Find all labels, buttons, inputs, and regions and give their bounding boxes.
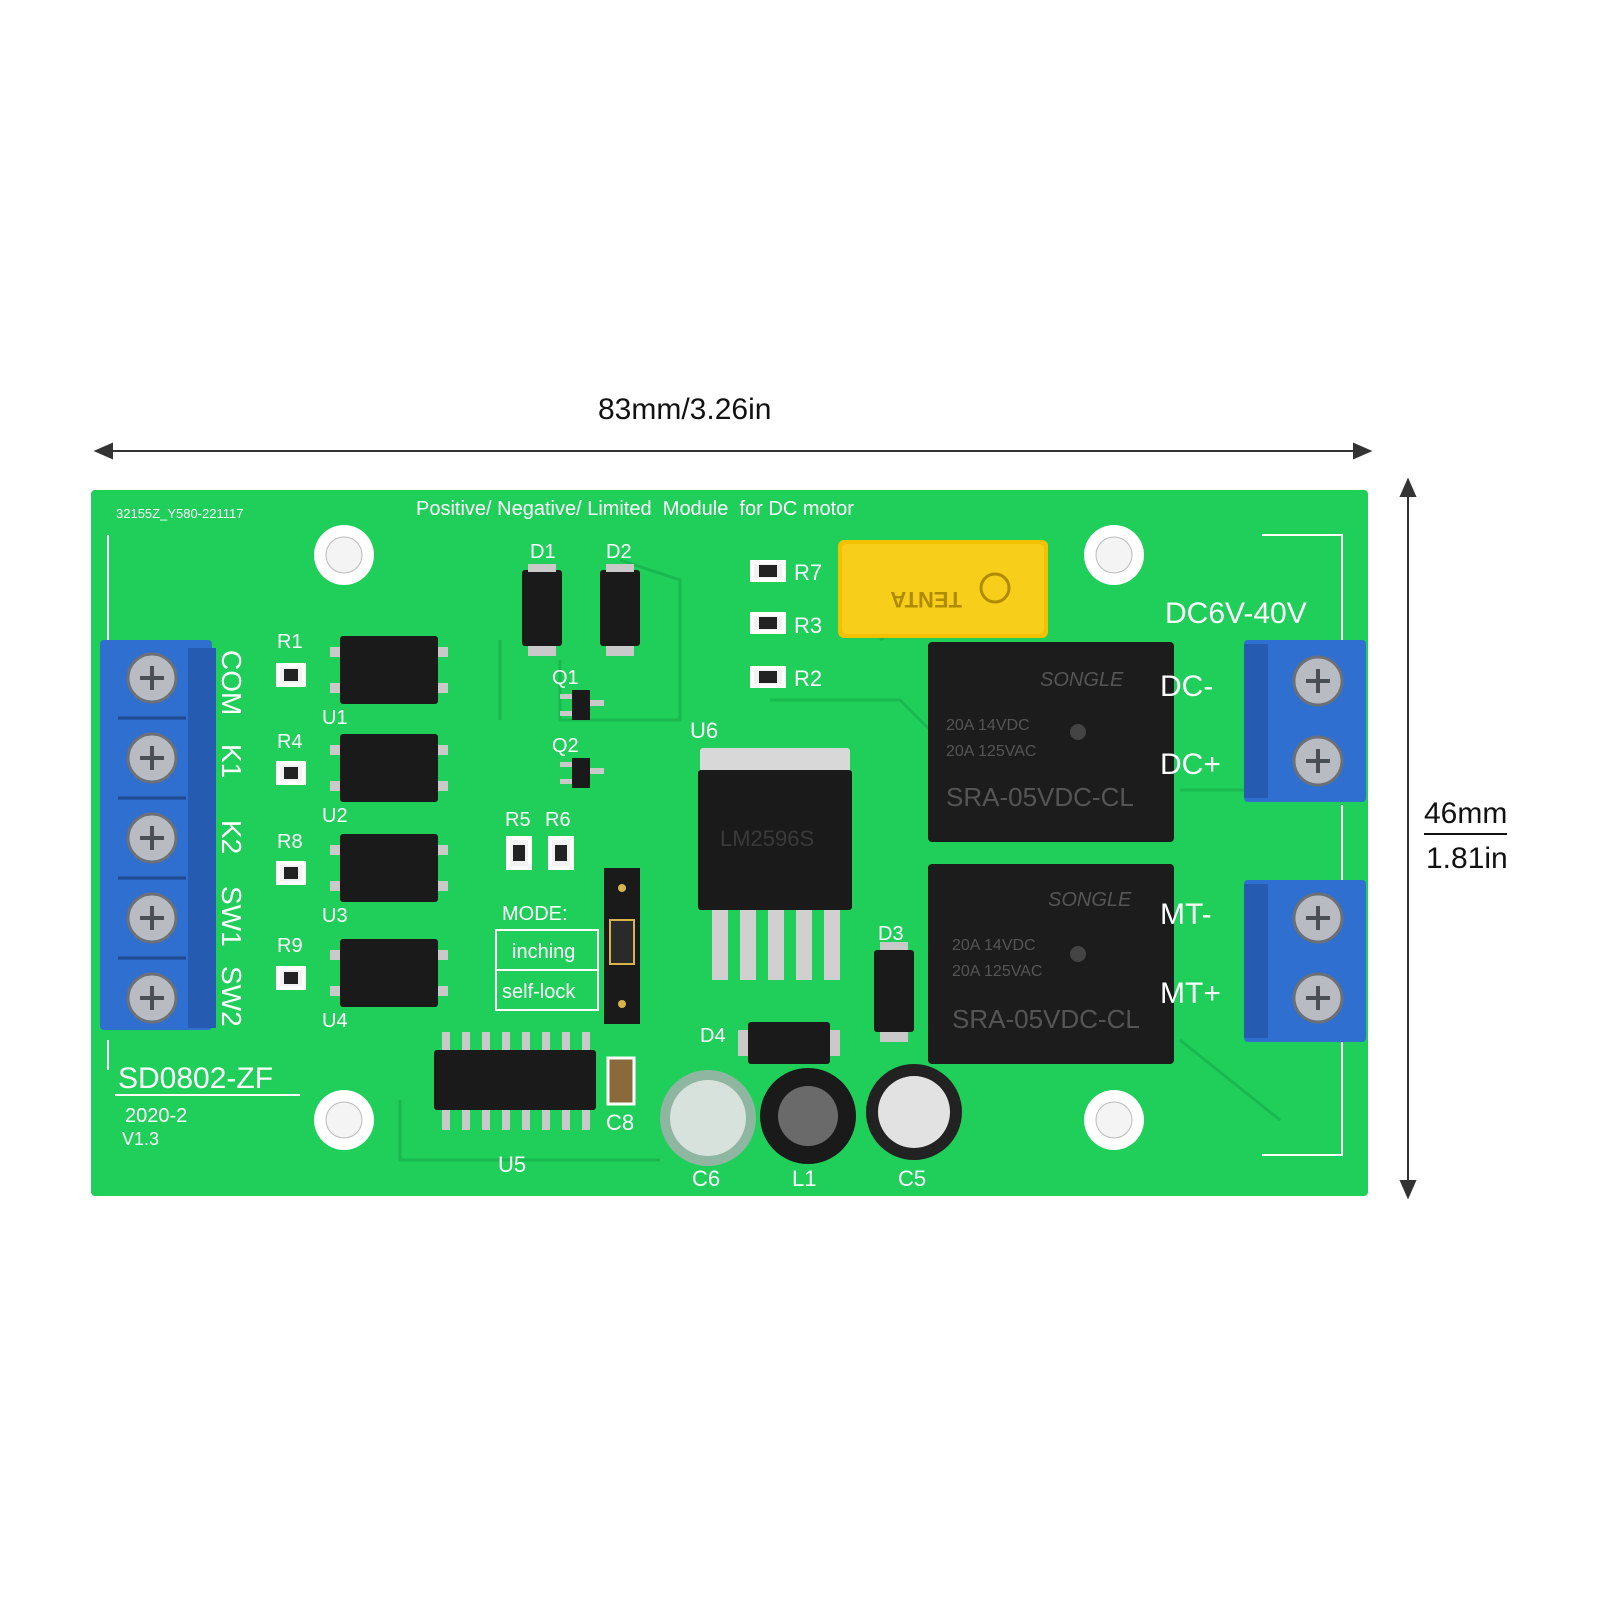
terminal-label-k1: K1 <box>216 744 247 778</box>
serial-number: 32155Z_Y580-221117 <box>116 506 243 521</box>
fuse <box>838 540 1048 638</box>
label-c6: C6 <box>692 1166 720 1191</box>
relay-1 <box>928 642 1174 842</box>
label-d1: D1 <box>530 541 556 563</box>
label-r1: R1 <box>277 631 303 653</box>
relay-2-model: SRA-05VDC-CL <box>952 1004 1140 1034</box>
relay-1-brand: SONGLE <box>1040 669 1124 691</box>
mode-jumper-header[interactable] <box>604 868 640 1024</box>
mode-box <box>495 929 599 1011</box>
voltage-label: DC6V-40V <box>1165 597 1307 630</box>
mounting-holes <box>314 525 1144 1150</box>
regulator-text: LM2596S <box>720 826 814 851</box>
capacitor-c6 <box>660 1070 756 1166</box>
label-u6: U6 <box>690 718 718 743</box>
label-u3: U3 <box>322 905 348 927</box>
left-terminal-block <box>100 640 216 1030</box>
terminal-label-com: COM <box>216 650 247 715</box>
label-r4: R4 <box>277 731 303 753</box>
relay-2-rating2: 20A 125VAC <box>952 963 1042 980</box>
label-d3: D3 <box>878 923 904 945</box>
date-label: 2020-2 <box>125 1105 187 1127</box>
version-label: V1.3 <box>122 1129 159 1149</box>
diodes-top <box>522 564 640 656</box>
mode-title: MODE: <box>502 903 568 925</box>
diode-d4 <box>738 1022 840 1064</box>
relay-1-model: SRA-05VDC-CL <box>946 782 1134 812</box>
label-q2: Q2 <box>552 735 579 757</box>
diode-d3 <box>874 942 914 1042</box>
silk-brackets <box>107 534 1343 1156</box>
label-r5: R5 <box>505 809 531 831</box>
width-dimension-label: 83mm/3.26in <box>598 393 772 426</box>
transistors <box>560 690 604 788</box>
relay-2-rating1: 20A 14VDC <box>952 937 1036 954</box>
regulator <box>698 748 852 980</box>
label-r6: R6 <box>545 809 571 831</box>
board-title: Positive/ Negative/ Limited Module for D… <box>416 498 854 520</box>
label-r7: R7 <box>794 560 822 585</box>
relay-2-brand: SONGLE <box>1048 889 1132 911</box>
capacitor-c5 <box>866 1064 962 1160</box>
label-q1: Q1 <box>552 667 579 689</box>
relay-2 <box>928 864 1174 1064</box>
label-u4: U4 <box>322 1010 348 1032</box>
right-terminal-block-power <box>1244 640 1366 802</box>
label-d2: D2 <box>606 541 632 563</box>
label-c8: C8 <box>606 1110 634 1135</box>
resistors-left <box>276 663 306 990</box>
relay-1-rating1: 20A 14VDC <box>946 717 1030 734</box>
resistors-r7-r3-r2 <box>750 560 786 688</box>
optocouplers <box>330 636 448 1007</box>
height-in-label: 1.81in <box>1426 842 1508 875</box>
mode-option-self-lock: self-lock <box>502 981 576 1003</box>
terminal-label-mt-plus: MT+ <box>1160 977 1221 1010</box>
fuse-text: TENTA <box>890 587 962 612</box>
height-mm-label: 46mm <box>1424 797 1508 835</box>
inductor-l1 <box>760 1068 856 1164</box>
right-terminal-block-motor <box>1244 880 1366 1042</box>
label-r9: R9 <box>277 935 303 957</box>
label-r8: R8 <box>277 831 303 853</box>
label-d4: D4 <box>700 1025 726 1047</box>
resistors-r5-r6 <box>506 836 574 870</box>
terminal-label-dc-minus: DC- <box>1160 670 1213 703</box>
width-arrow <box>93 442 1373 460</box>
label-l1: L1 <box>792 1166 816 1191</box>
terminal-label-k2: K2 <box>216 820 247 854</box>
terminal-label-sw2: SW2 <box>216 966 247 1027</box>
relay-1-rating2: 20A 125VAC <box>946 743 1036 760</box>
terminal-label-sw1: SW1 <box>216 886 247 947</box>
terminal-label-mt-minus: MT- <box>1160 898 1212 931</box>
label-u2: U2 <box>322 805 348 827</box>
terminal-label-dc-plus: DC+ <box>1160 748 1221 781</box>
model-label: SD0802-ZF <box>118 1062 273 1095</box>
mode-option-inching: inching <box>512 941 575 963</box>
label-u1: U1 <box>322 707 348 729</box>
label-r2: R2 <box>794 666 822 691</box>
height-arrow <box>1399 477 1417 1200</box>
ic-u5 <box>434 1032 596 1130</box>
label-u5: U5 <box>498 1152 526 1177</box>
label-c5: C5 <box>898 1166 926 1191</box>
label-r3: R3 <box>794 613 822 638</box>
capacitor-c8 <box>606 1056 636 1106</box>
